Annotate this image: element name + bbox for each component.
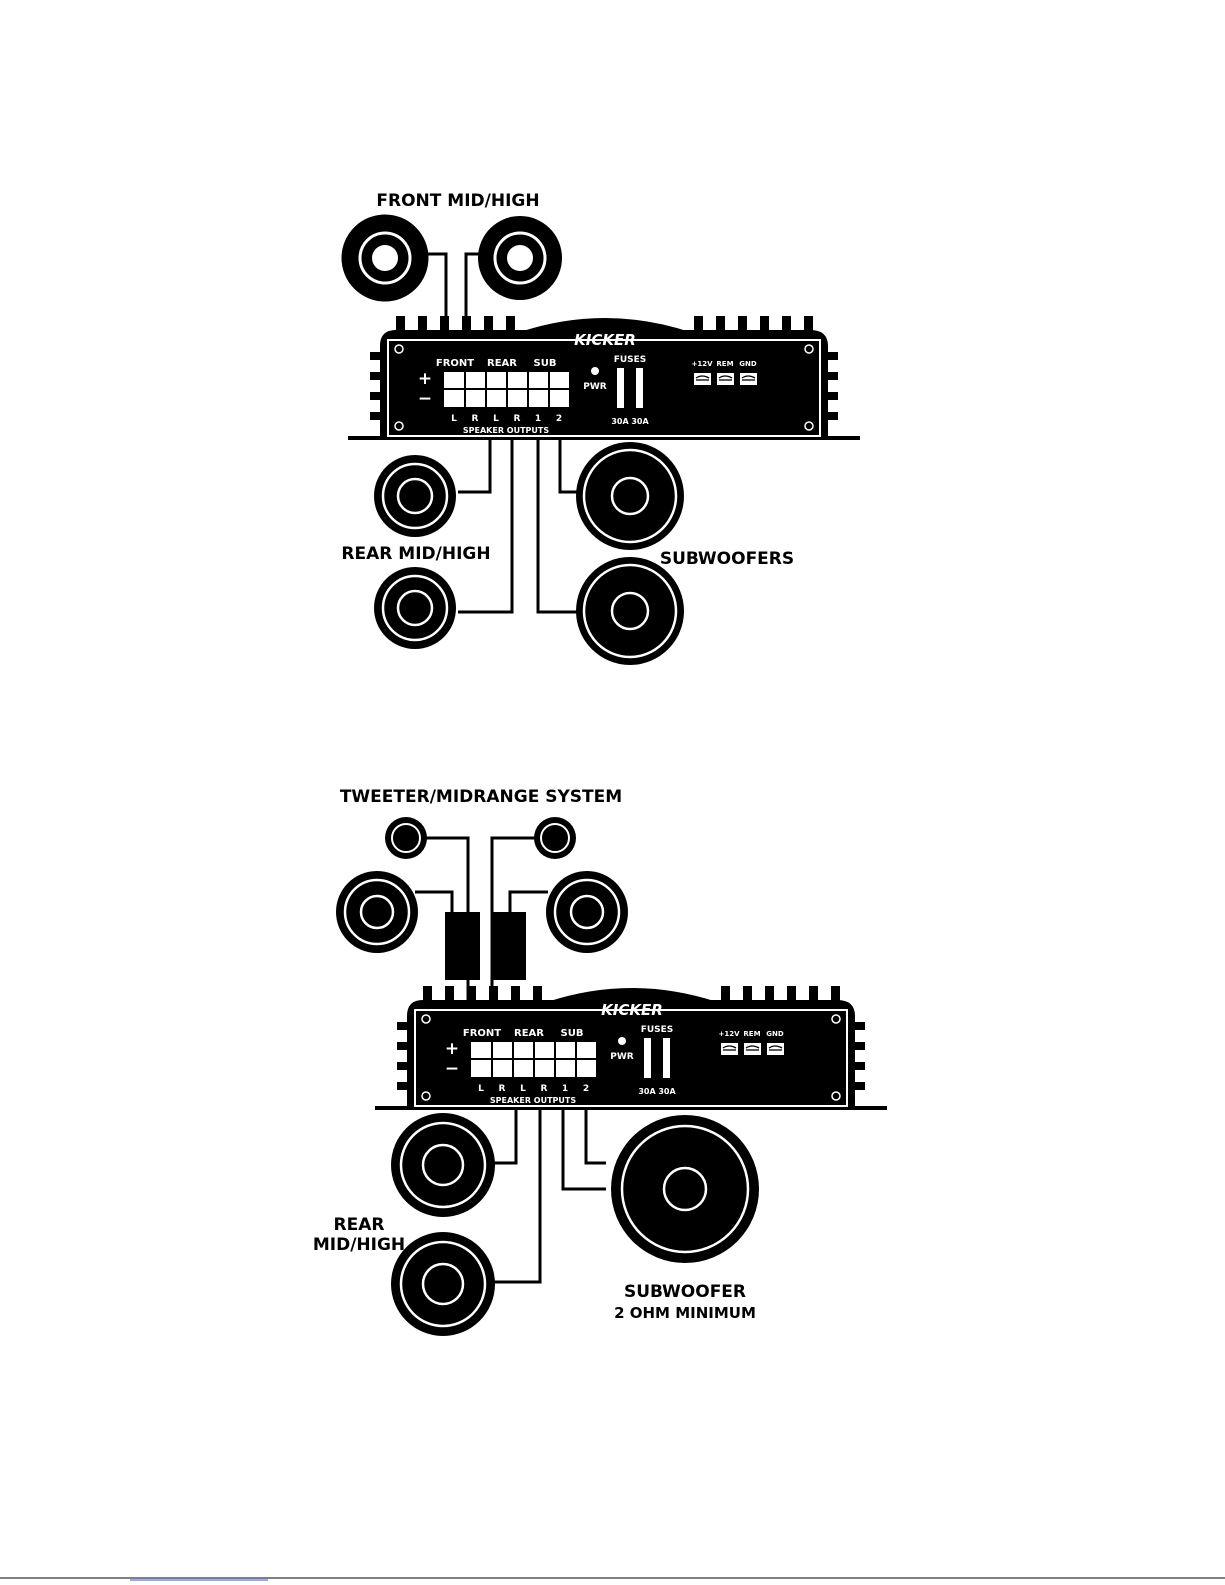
channel-label: L <box>478 1084 484 1094</box>
pwr-label: PWR <box>610 1052 634 1062</box>
channel-label: 2 <box>583 1084 589 1094</box>
wire-mid-right <box>510 892 548 912</box>
speaker-outputs-label: SPEAKER OUTPUTS <box>463 426 549 435</box>
fuse-rating: 30A <box>631 417 649 426</box>
fuse-rating: 30A <box>611 417 629 426</box>
terminal-label: +12V <box>718 1030 740 1038</box>
rear-left-speaker <box>374 455 456 537</box>
tweeter-midrange-label: TWEETER/MIDRANGE SYSTEM <box>340 787 622 807</box>
rear-label-line1: REAR <box>334 1215 385 1235</box>
group-sub-label: SUB <box>561 1028 584 1039</box>
terminal-label: GND <box>739 360 757 368</box>
front-mid-high-label: FRONT MID/HIGH <box>376 191 539 211</box>
rear-mid-high-label: REAR MID/HIGH <box>341 544 490 564</box>
fuse-rating: 30A <box>658 1087 676 1096</box>
terminal-label: REM <box>743 1030 760 1038</box>
fuse-rating: 30A <box>638 1087 656 1096</box>
subwoofer-2 <box>576 557 684 665</box>
tweeter-right <box>534 817 576 859</box>
terminal-label: GND <box>766 1030 784 1038</box>
subwoofer-note: 2 OHM MINIMUM <box>614 1304 756 1322</box>
subwoofer-label: SUBWOOFER <box>624 1282 746 1302</box>
plus-label: + <box>445 1039 459 1059</box>
speaker-outputs-label: SPEAKER OUTPUTS <box>490 1096 576 1105</box>
channel-label: R <box>472 414 479 424</box>
wire-mid-left <box>415 892 452 912</box>
channel-label: R <box>499 1084 506 1094</box>
group-front-label: FRONT <box>463 1028 501 1039</box>
minus-label: − <box>445 1059 459 1079</box>
rear-label-line2: MID/HIGH <box>313 1235 405 1255</box>
kicker-logo: KICKER <box>574 331 636 349</box>
midrange-right <box>546 871 628 953</box>
rear-right-speaker-2 <box>391 1232 495 1336</box>
rear-left-speaker-2 <box>391 1113 495 1217</box>
subwoofer-single <box>611 1115 759 1263</box>
front-right-speaker <box>478 216 562 300</box>
fuses-label: FUSES <box>641 1025 674 1035</box>
channel-label: 1 <box>535 414 541 424</box>
diagram-1: FRONT MID/HIGH <box>341 191 860 665</box>
crossover-right <box>491 912 526 980</box>
channel-label: L <box>451 414 457 424</box>
pwr-label: PWR <box>583 382 607 392</box>
plus-label: + <box>418 369 432 389</box>
group-sub-label: SUB <box>534 358 557 369</box>
channel-label: L <box>493 414 499 424</box>
rear-right-speaker <box>374 567 456 649</box>
group-rear-label: REAR <box>514 1028 544 1039</box>
channel-label: R <box>541 1084 548 1094</box>
tweeter-left <box>385 817 427 859</box>
midrange-left <box>336 871 418 953</box>
channel-label: R <box>514 414 521 424</box>
channel-label: 1 <box>562 1084 568 1094</box>
terminal-label: REM <box>716 360 733 368</box>
subwoofer-1 <box>576 442 684 550</box>
channel-label: L <box>520 1084 526 1094</box>
minus-label: − <box>418 389 432 409</box>
crossover-left <box>445 912 480 980</box>
kicker-logo: KICKER <box>601 1001 663 1019</box>
channel-label: 2 <box>556 414 562 424</box>
terminal-label: +12V <box>691 360 713 368</box>
fuses-label: FUSES <box>614 355 647 365</box>
group-front-label: FRONT <box>436 358 474 369</box>
group-rear-label: REAR <box>487 358 517 369</box>
diagram-2: TWEETER/MIDRANGE SYSTEM <box>313 787 887 1336</box>
subwoofers-label: SUBWOOFERS <box>660 549 794 569</box>
front-left-speaker <box>343 216 427 300</box>
